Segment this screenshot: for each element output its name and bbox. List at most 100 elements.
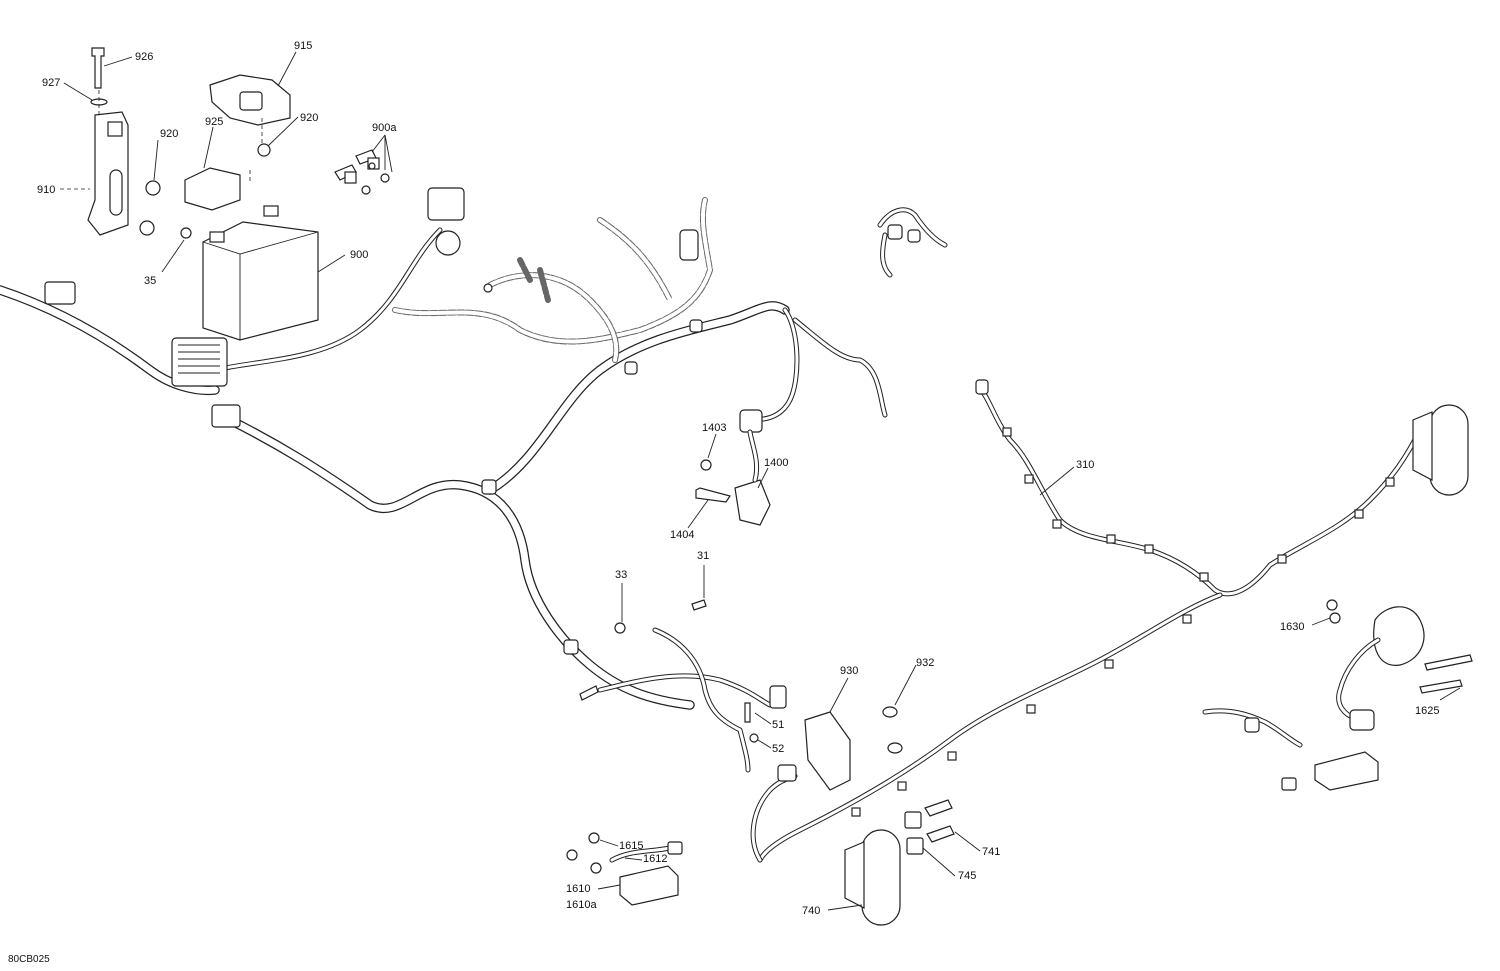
horn-assembly-1630: [1326, 599, 1473, 731]
callout-925: 925: [205, 116, 223, 128]
callout-51: 51: [772, 719, 784, 731]
sensor-1400: [734, 479, 771, 526]
tail-light-lens: [861, 829, 901, 926]
nut-920: [145, 180, 161, 196]
harness-clamp: [689, 319, 703, 333]
battery-assembly: [87, 47, 319, 341]
connector: [907, 229, 921, 243]
screw-741: [924, 799, 953, 817]
washer: [368, 162, 376, 170]
main-wiring-harness: [0, 227, 888, 773]
tail-light-bracket: [844, 841, 865, 909]
harness-clamp: [624, 361, 638, 375]
callout-745: 745: [958, 870, 976, 882]
callout-1610a: 1610a: [566, 899, 597, 911]
horn-connector: [1349, 709, 1375, 731]
harness-clips: [851, 427, 1395, 817]
callout-33: 33: [615, 569, 627, 581]
ecm-connector: [171, 337, 228, 387]
callout-52: 52: [772, 743, 784, 755]
harness-end-connector: [975, 379, 989, 395]
tail-light-right: [1412, 404, 1469, 496]
nut: [139, 220, 155, 236]
leader-lines: [60, 51, 1461, 911]
clip-nut-745: [906, 837, 924, 855]
diagram-reference-code: 80CB025: [8, 954, 50, 965]
connector: [887, 224, 903, 240]
battery-terminal: [209, 231, 225, 243]
module-connector: [1281, 777, 1297, 791]
harness-clamp: [481, 479, 497, 495]
horn-body: [1373, 606, 1425, 666]
harness-connector: [44, 281, 76, 305]
callout-740: 740: [802, 905, 820, 917]
harness-grommet: [435, 230, 461, 256]
harness-connector: [777, 764, 797, 782]
callout-1610: 1610: [566, 883, 590, 895]
nut-33: [614, 622, 626, 634]
callout-926: 926: [135, 51, 153, 63]
nut: [590, 862, 602, 874]
harness-clamp: [563, 639, 579, 655]
callout-31: 31: [697, 550, 709, 562]
terminal-hardware-900a: [334, 149, 390, 195]
sensor-1400-group: [695, 409, 771, 526]
nut-920-b: [257, 143, 271, 157]
ecm-connector-group: [44, 187, 465, 428]
bolt-51: [744, 702, 751, 723]
callout-35: 35: [144, 275, 156, 287]
terminal-nut: [344, 171, 357, 184]
clip-nut-745: [904, 811, 922, 829]
tail-light-lens: [1429, 404, 1469, 496]
harness-connector: [211, 404, 241, 428]
grommet: [483, 283, 493, 293]
control-module: [804, 711, 851, 791]
battery-terminal: [263, 205, 279, 217]
sensor-connector: [739, 409, 763, 433]
bolt-1625: [1419, 679, 1463, 694]
callout-310: 310: [1076, 459, 1094, 471]
bolt-31: [691, 599, 707, 611]
module-1610: [619, 865, 679, 906]
module-connector: [667, 841, 683, 855]
bolt-926: [91, 47, 105, 89]
callout-1625: 1625: [1415, 705, 1439, 717]
upper-subharness: [877, 207, 948, 278]
callout-labels: 926 927 915 920 920 925 900a 910 35 900 …: [37, 40, 1439, 917]
module-930: [744, 685, 903, 791]
washer: [361, 185, 371, 195]
bolt-1625: [1424, 654, 1473, 671]
harness-connector: [427, 187, 465, 221]
callout-1403: 1403: [702, 422, 726, 434]
callout-932: 932: [916, 657, 934, 669]
callout-915: 915: [294, 40, 312, 52]
connector: [1244, 717, 1260, 733]
terminal-cover-925: [184, 167, 241, 211]
callout-1404: 1404: [670, 529, 694, 541]
fasteners-31-33: [579, 599, 707, 701]
callout-920-b: 920: [300, 112, 318, 124]
nut-1630: [1329, 612, 1341, 624]
cap-clip: [239, 91, 263, 111]
callout-900: 900: [350, 249, 368, 261]
callout-1400: 1400: [764, 457, 788, 469]
tail-light-bracket: [1412, 411, 1433, 481]
callout-900a: 900a: [372, 122, 397, 134]
nut-1630: [1326, 599, 1338, 611]
callout-930: 930: [840, 665, 858, 677]
callout-910: 910: [37, 184, 55, 196]
module-connector: [769, 685, 787, 709]
tail-light-left-740: [844, 799, 955, 926]
rear-harness-310: [750, 379, 1423, 863]
grommet-932: [882, 706, 898, 718]
bolt-1404: [695, 487, 731, 503]
relay-block: [679, 229, 699, 261]
module-1610-b: [1314, 751, 1379, 791]
nut: [566, 849, 578, 861]
module-1610-group: [566, 832, 683, 906]
callout-927: 927: [42, 77, 60, 89]
callout-1630: 1630: [1280, 621, 1304, 633]
nut-1403: [700, 459, 712, 471]
bracket-tab: [107, 121, 123, 137]
